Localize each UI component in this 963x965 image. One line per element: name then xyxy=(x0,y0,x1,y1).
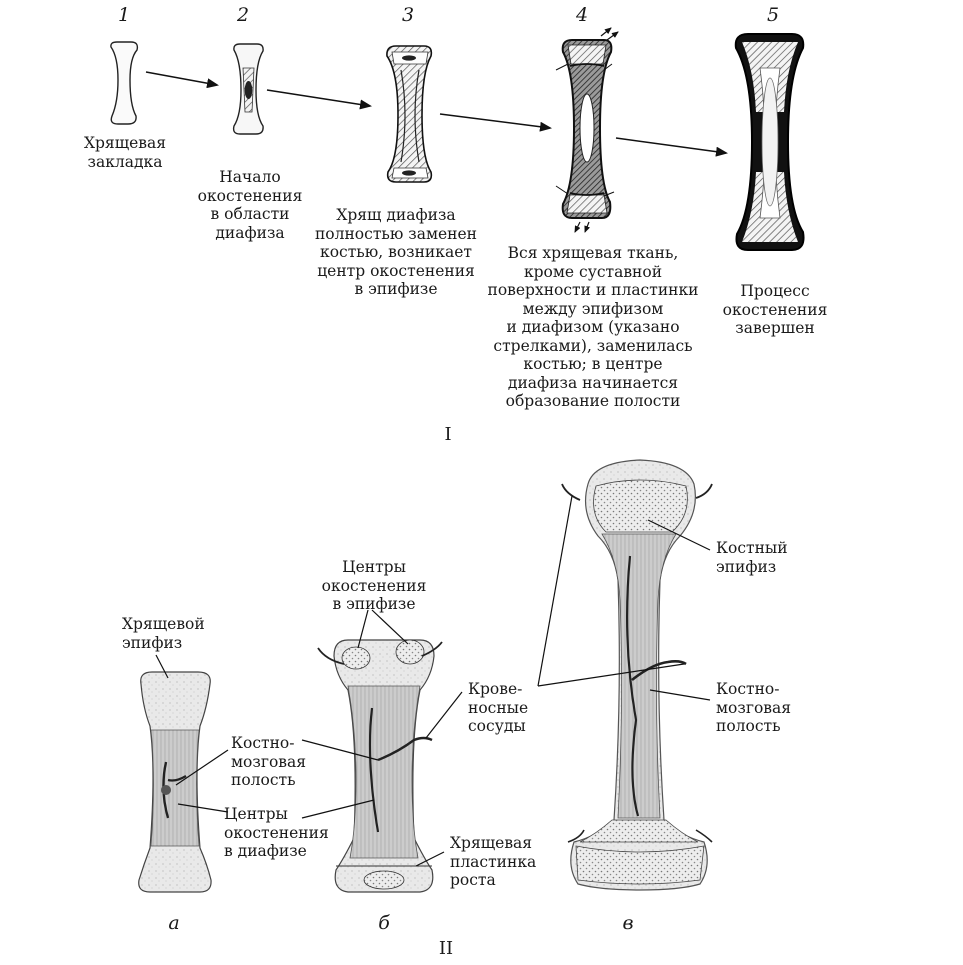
label-bone-epiphysis: Костный эпифиз xyxy=(716,539,788,576)
leader-lines xyxy=(155,495,711,867)
progression-arrows xyxy=(145,71,728,157)
stage3-number: 3 xyxy=(401,4,415,26)
stage4-caption: Вся хрящевая ткань, кроме суставной пове… xyxy=(487,244,699,410)
stage5-number: 5 xyxy=(766,4,780,26)
label-ossification-centers-epiphysis: Центры окостенения в эпифизе xyxy=(321,558,427,613)
stage4-cavity-forming xyxy=(555,27,619,233)
stage1-number: 1 xyxy=(117,4,131,26)
stage2-onset-ossification xyxy=(232,43,264,135)
bone-c-bony-epiphysis xyxy=(561,459,713,891)
part2-roman-numeral: II xyxy=(438,938,454,959)
label-ossification-centers-diaphysis: Центры окостенения в диафизе xyxy=(224,805,329,860)
part1-roman-numeral: I xyxy=(444,424,452,445)
stage1-caption: Хрящевая закладка xyxy=(83,134,167,171)
label-growth-plate: Хрящевая пластинка роста xyxy=(450,834,537,889)
label-cartilage-epiphysis: Хрящевой эпифиз xyxy=(122,615,205,652)
label-marrow-cavity-a: Костно- мозговая полость xyxy=(231,734,307,789)
stage5-caption: Процесс окостенения завершен xyxy=(722,282,828,337)
bone-b-epiphysis-centers xyxy=(317,639,443,893)
bone-a-cartilaginous-epiphysis xyxy=(138,671,212,893)
bone-a-letter: а xyxy=(168,912,180,934)
stage3-diaphysis-bone xyxy=(386,45,433,183)
bone-b-letter: б xyxy=(378,912,390,934)
label-marrow-cavity-c: Костно- мозговая полость xyxy=(716,680,792,735)
stage2-number: 2 xyxy=(236,4,250,26)
stage4-number: 4 xyxy=(575,4,589,26)
stage3-caption: Хрящ диафиза полностью заменен костью, в… xyxy=(314,206,478,298)
stage1-cartilage-model xyxy=(110,41,139,125)
bone-c-letter: в xyxy=(622,912,634,934)
label-blood-vessels: Крове- носные сосуды xyxy=(468,680,529,735)
stage2-caption: Начало окостенения в области диафиза xyxy=(197,168,303,242)
stage5-ossification-complete xyxy=(734,33,805,251)
